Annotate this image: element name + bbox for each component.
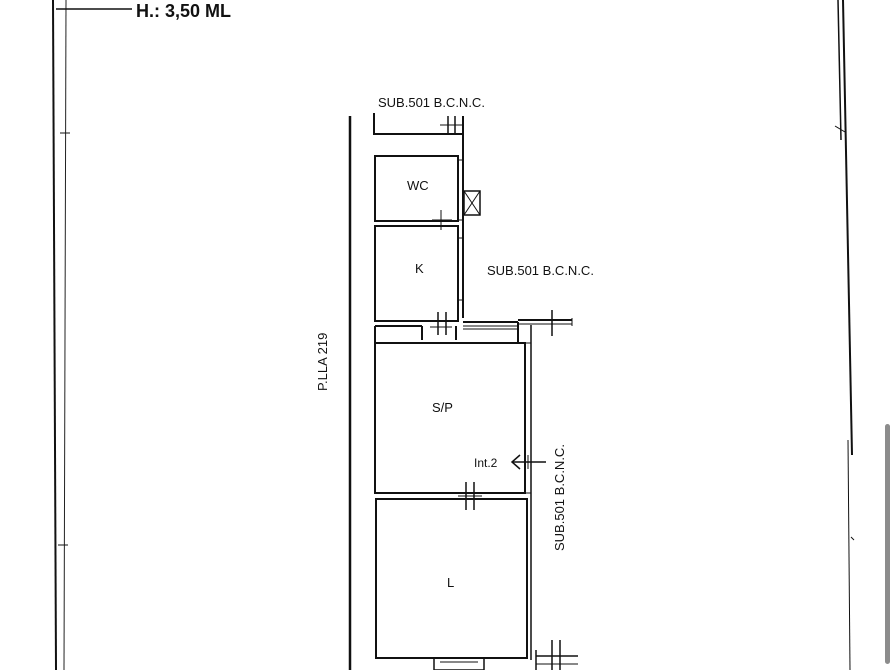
int-label: Int.2 (474, 456, 498, 470)
bottom-details (433, 640, 578, 670)
top-boundary (373, 113, 464, 318)
door-sp-l (458, 482, 482, 510)
plla-label: P.LLA 219 (315, 333, 330, 391)
scrollbar-track[interactable] (881, 0, 893, 670)
room-label-k: K (415, 261, 424, 276)
room-sp (374, 325, 532, 660)
scrollbar-thumb[interactable] (885, 424, 890, 664)
room-wc (374, 155, 463, 230)
room-k (374, 225, 463, 322)
passage (374, 310, 573, 342)
sub-right-label: SUB.501 B.C.N.C. (487, 263, 594, 278)
sub-top-label: SUB.501 B.C.N.C. (378, 95, 485, 110)
shaft-box (463, 190, 481, 216)
sub-vertical-label: SUB.501 B.C.N.C. (552, 444, 567, 551)
room-label-wc: WC (407, 178, 429, 193)
height-label: H.: 3,50 ML (136, 1, 231, 21)
entrance-arrow-icon (510, 454, 546, 470)
room-label-sp: S/P (432, 400, 453, 415)
page-frame (52, 0, 855, 670)
room-label-l: L (447, 575, 454, 590)
